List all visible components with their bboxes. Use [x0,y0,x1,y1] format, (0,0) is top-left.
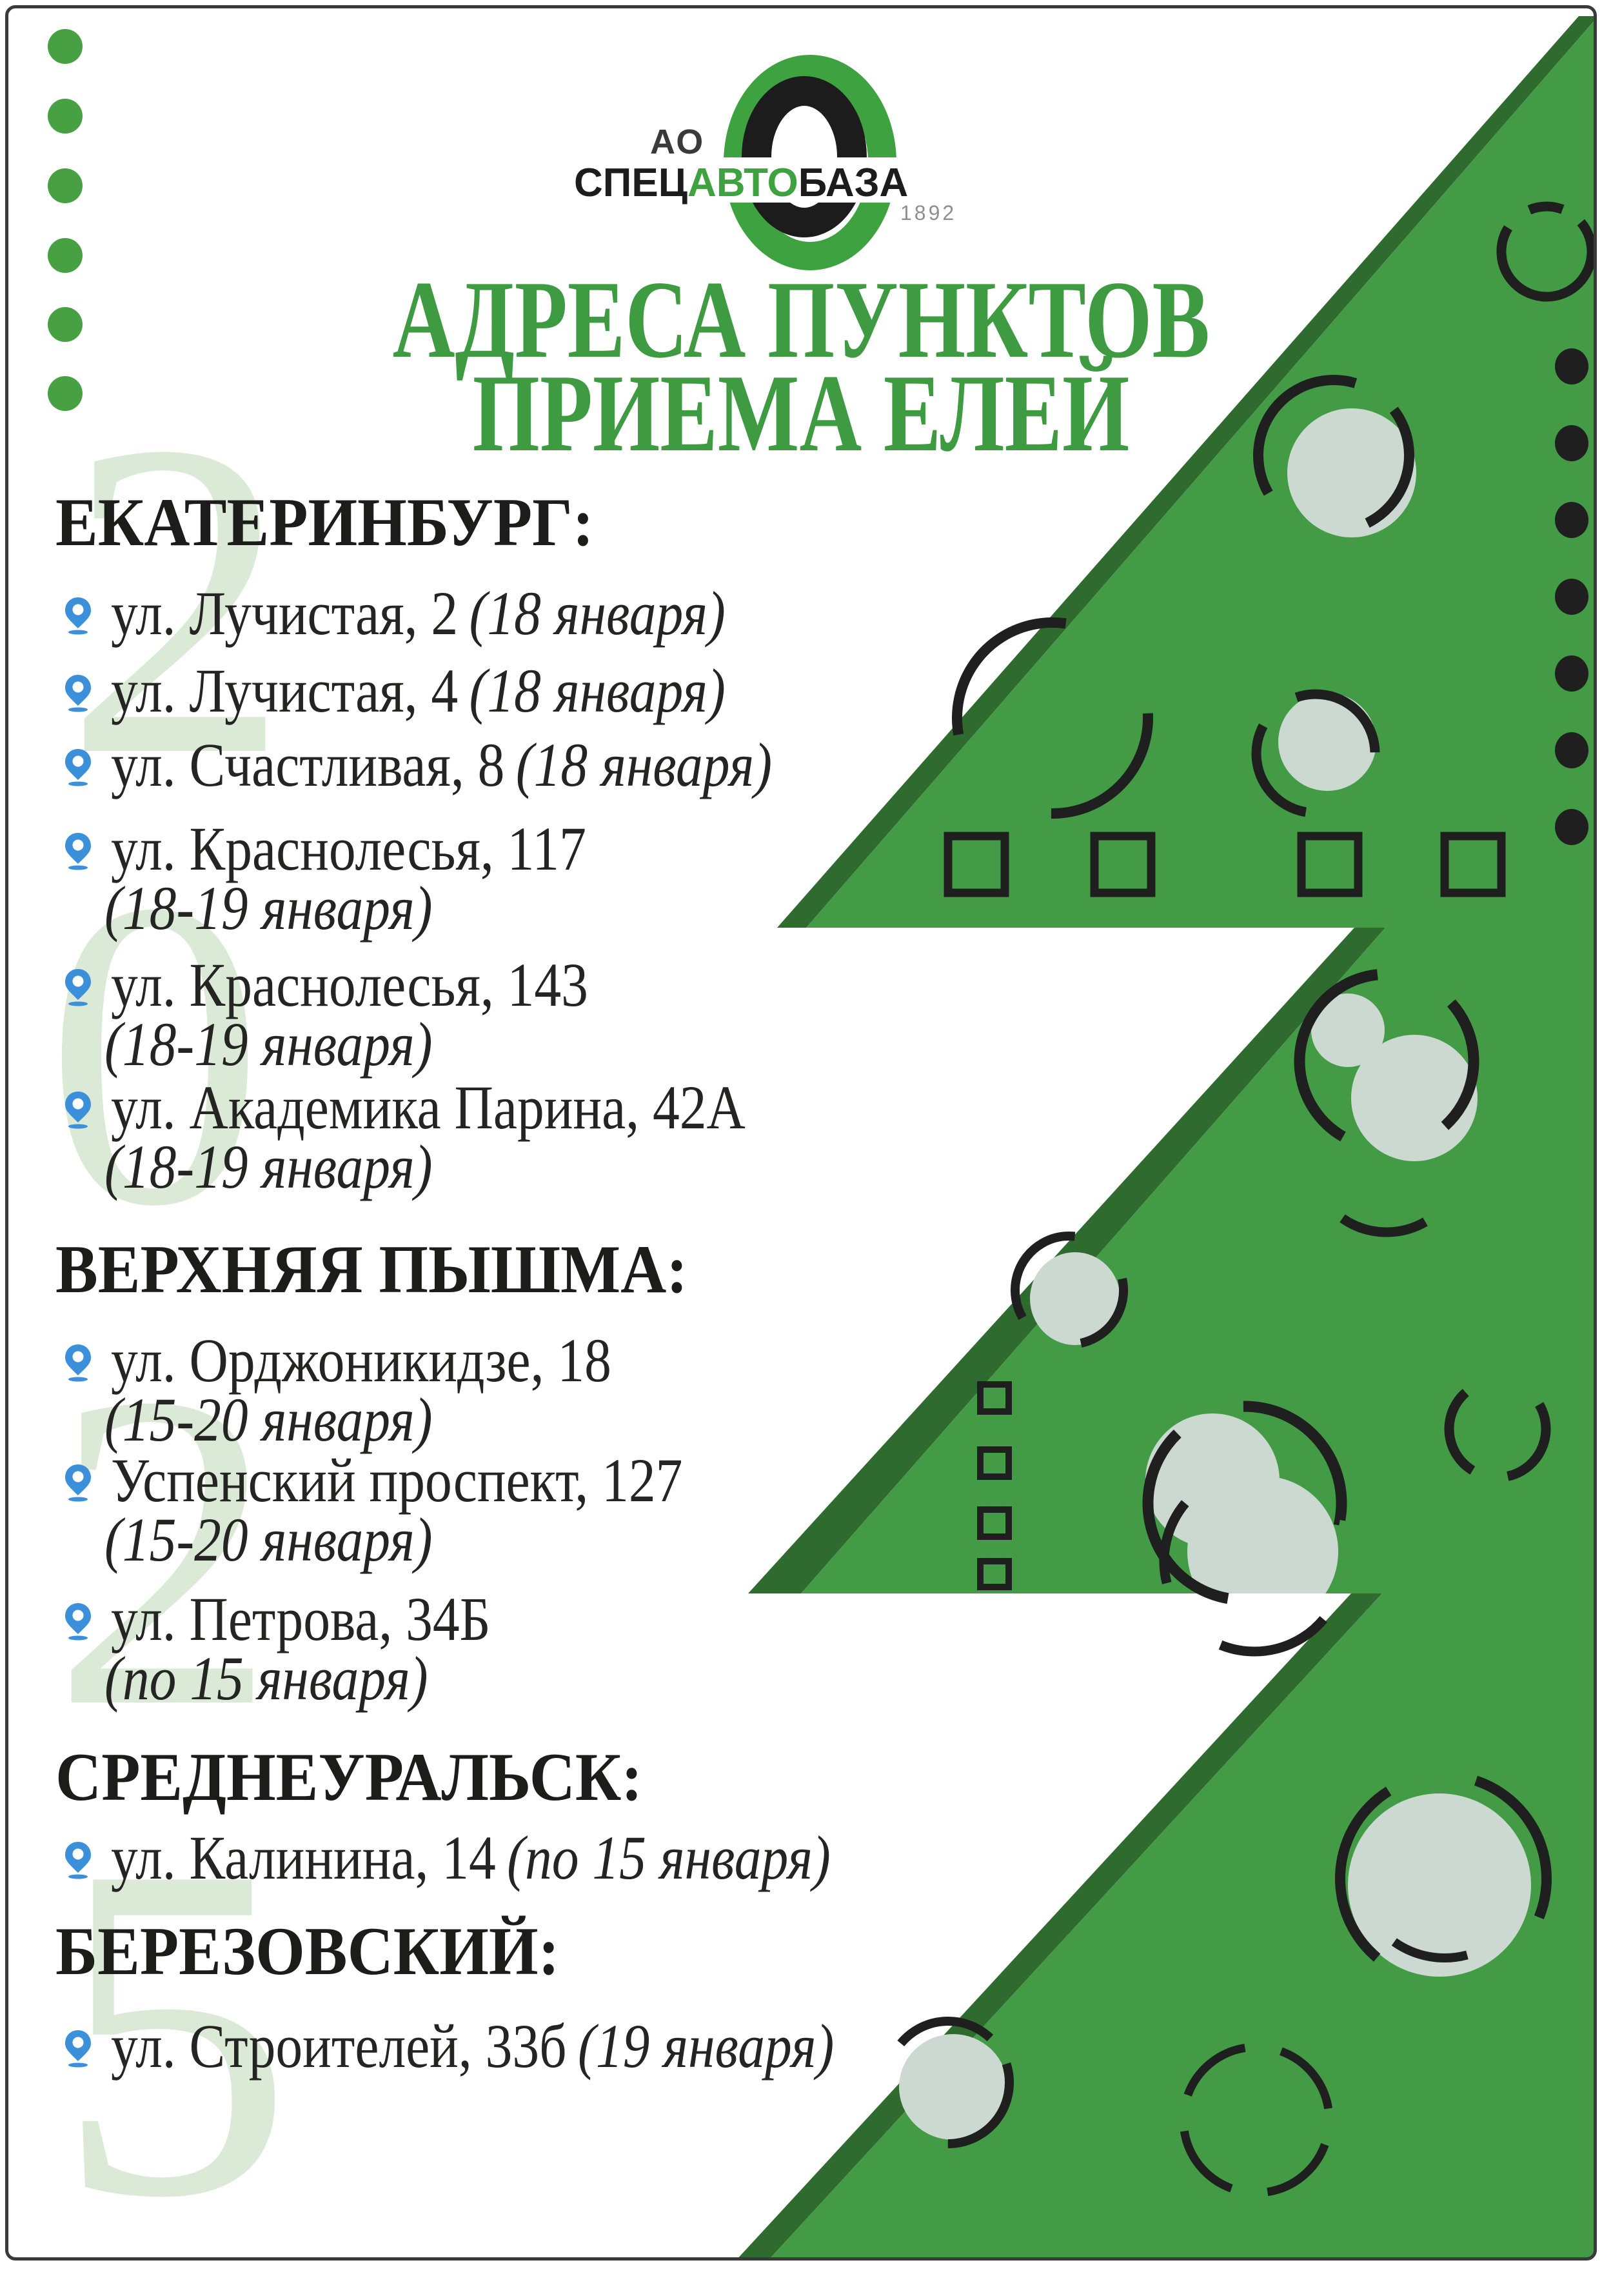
date-text: (18-19 января) [104,873,433,943]
background-digit-2a: 2 [64,349,290,849]
address-text: ул. Лучистая, 4 [111,656,459,725]
logo-text-band [571,157,956,203]
background-digit-5: 5 [55,1768,293,2296]
background-digit-0: 0 [45,811,264,1297]
map-pin-icon [64,597,92,635]
square-garland-small [980,1384,1009,1587]
map-pin-icon [64,968,92,1006]
logo-company-prefix: АО [650,123,704,161]
date-text: (18-19 января) [104,1132,433,1201]
logo-year: 1892 [900,201,956,225]
map-pin-icon [64,1841,92,1879]
poster-title-line1-wrap: АДРЕСА ПУНКТОВ [0,265,1602,375]
company-logo: АО СПЕЦАВТОБАЗА 1892 [571,69,956,256]
ornament-balls [899,408,1531,2140]
list-item: ул. Краснолесья, 143 [64,954,660,1016]
date-text: (19 января) [578,2011,835,2081]
date-text: (18-19 января) [104,1010,433,1079]
list-item: ул. Лучистая, 2(18 января) [64,583,817,644]
address-text: Успенский проспект, 127 [111,1446,683,1515]
list-item: ул. Петрова, 34Б [64,1588,548,1650]
list-item: ул. Счастливая, 8(18 января) [64,734,871,796]
logo-brand-spets: СПЕЦ [574,161,687,205]
date-text: (по 15 января) [507,1823,831,1892]
address-text: ул. Академика Парина, 42А [111,1073,746,1142]
address-text: ул. Краснолесья, 143 [111,950,588,1019]
logo-brand-avto: АВТО [687,161,798,205]
city-header-sredneuralsk: СРЕДНЕУРАЛЬСК: [55,1739,643,1815]
city-header-ekaterinburg: ЕКАТЕРИНБУРГ: [55,484,594,560]
city-header-verkhnyaya-pyshma: ВЕРХНЯЯ ПЫШМА: [55,1232,688,1307]
map-pin-icon [64,748,92,786]
address-text: ул. Калинина, 14 [111,1823,496,1892]
left-dots-decoration-icon [48,29,83,411]
background-digit-2b: 2 [52,1301,277,1801]
logo-brand-text: СПЕЦАВТОБАЗА [574,161,908,205]
date-text: (18 января) [469,579,726,648]
ornament-rings [862,188,1602,2213]
list-item: ул. Краснолесья, 117 [64,818,657,880]
address-text: ул. Счастливая, 8 [111,730,505,799]
list-item: ул. Строителей, 33б(19 января) [64,2015,942,2077]
logo-brand-baza: БАЗА [798,161,909,205]
map-pin-icon [64,1602,92,1641]
city-header-berezovsky: БЕРЕЗОВСКИЙ: [55,1913,560,1989]
right-dots-decoration-icon [1555,348,1588,845]
map-pin-icon [64,674,92,712]
map-pin-icon [64,1091,92,1129]
address-text: ул. Строителей, 33б [111,2011,567,2081]
address-text: ул. Лучистая, 2 [111,579,459,648]
poster-title-line1: АДРЕСА ПУНКТОВ [392,259,1210,381]
list-item: ул. Лучистая, 4(18 января) [64,660,817,722]
square-garland-large [948,836,1501,893]
list-item: ул. Орджоникидзе, 18 [64,1330,686,1392]
address-text: ул. Петрова, 34Б [111,1584,491,1653]
list-item: Успенский проспект, 127 [64,1450,768,1512]
list-item: ул. Академика Парина, 42А [64,1077,840,1139]
date-text: (18 января) [515,730,773,799]
poster-title-line2: ПРИЕМА ЕЛЕЙ [472,352,1130,475]
tree-body [767,16,1598,2261]
map-pin-icon [64,1464,92,1502]
date-text: (15-20 января) [104,1385,433,1454]
map-pin-icon [64,2030,92,2068]
list-item: ул. Калинина, 14(по 15 января) [64,1827,938,1889]
address-text: ул. Краснолесья, 117 [111,814,586,883]
date-text: (15-20 января) [104,1505,433,1574]
poster-title-line2-wrap: ПРИЕМА ЕЛЕЙ [0,358,1602,469]
date-text: (по 15 января) [104,1644,428,1713]
date-text: (18 января) [469,656,726,725]
address-text: ул. Орджоникидзе, 18 [111,1326,611,1395]
logo-black-crescent-icon [756,91,852,223]
map-pin-icon [64,1344,92,1382]
map-pin-icon [64,832,92,870]
